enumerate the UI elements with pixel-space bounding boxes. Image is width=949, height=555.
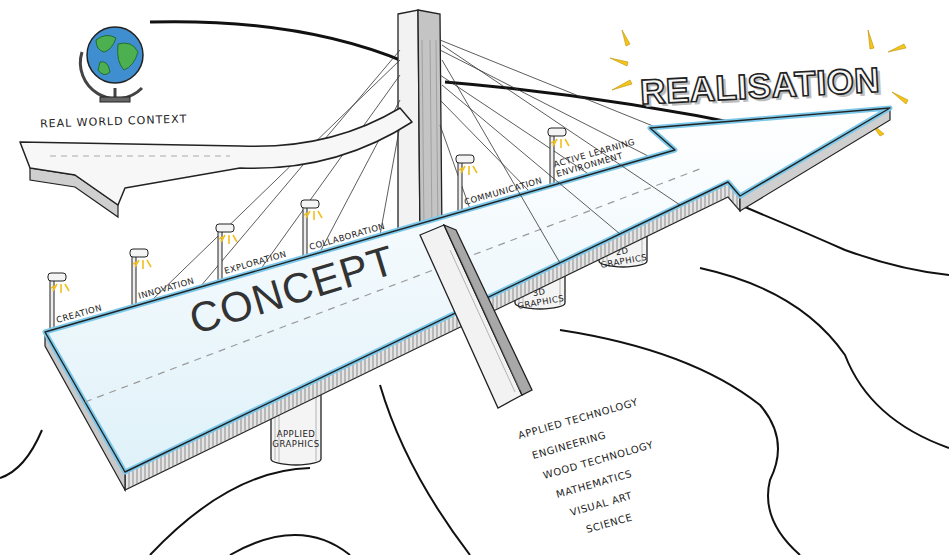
lamp-label: EXPLORATION — [223, 250, 288, 277]
lamp-label: CREATION — [55, 303, 103, 325]
bridge-pillar: APPLIED GRAPHICS — [268, 388, 324, 466]
tower — [398, 10, 442, 250]
lamp-label: ACTIVE LEARNING ENVIRONMENT — [553, 125, 681, 179]
bridge-pillar: 2D GRAPHICS — [596, 224, 650, 268]
realisation-heading: REALISATION — [639, 60, 881, 113]
pillar-label: 3D GRAPHICS — [511, 283, 570, 312]
deck-title: CONCEPT — [184, 236, 401, 344]
subject-label: APPLIED TECHNOLOGY — [517, 396, 640, 441]
pillar-label: 2D GRAPHICS — [595, 242, 652, 271]
ground-lines — [0, 205, 949, 555]
context-label: REAL WORLD CONTEXT — [40, 113, 188, 131]
context-arrow: REAL WORLD CONTEXT — [10, 90, 450, 230]
street-lamps — [48, 128, 569, 330]
lamp-label: COLLABORATION — [308, 222, 386, 253]
pillar-label: APPLIED GRAPHICS — [268, 430, 324, 450]
lamp-label: INNOVATION — [137, 276, 195, 301]
lamp-label: COMMUNICATION — [463, 176, 543, 208]
bridge-pillar: 3D GRAPHICS — [512, 262, 568, 310]
pillar-shape — [512, 262, 568, 310]
globe — [80, 27, 143, 102]
pillar-shape — [596, 224, 650, 268]
sparkles — [610, 30, 908, 136]
subject-label: SCIENCE — [585, 511, 634, 535]
arrow-shape — [10, 90, 450, 230]
cables — [150, 40, 700, 302]
tower-leg — [420, 225, 532, 408]
pillar-shape — [268, 388, 324, 466]
